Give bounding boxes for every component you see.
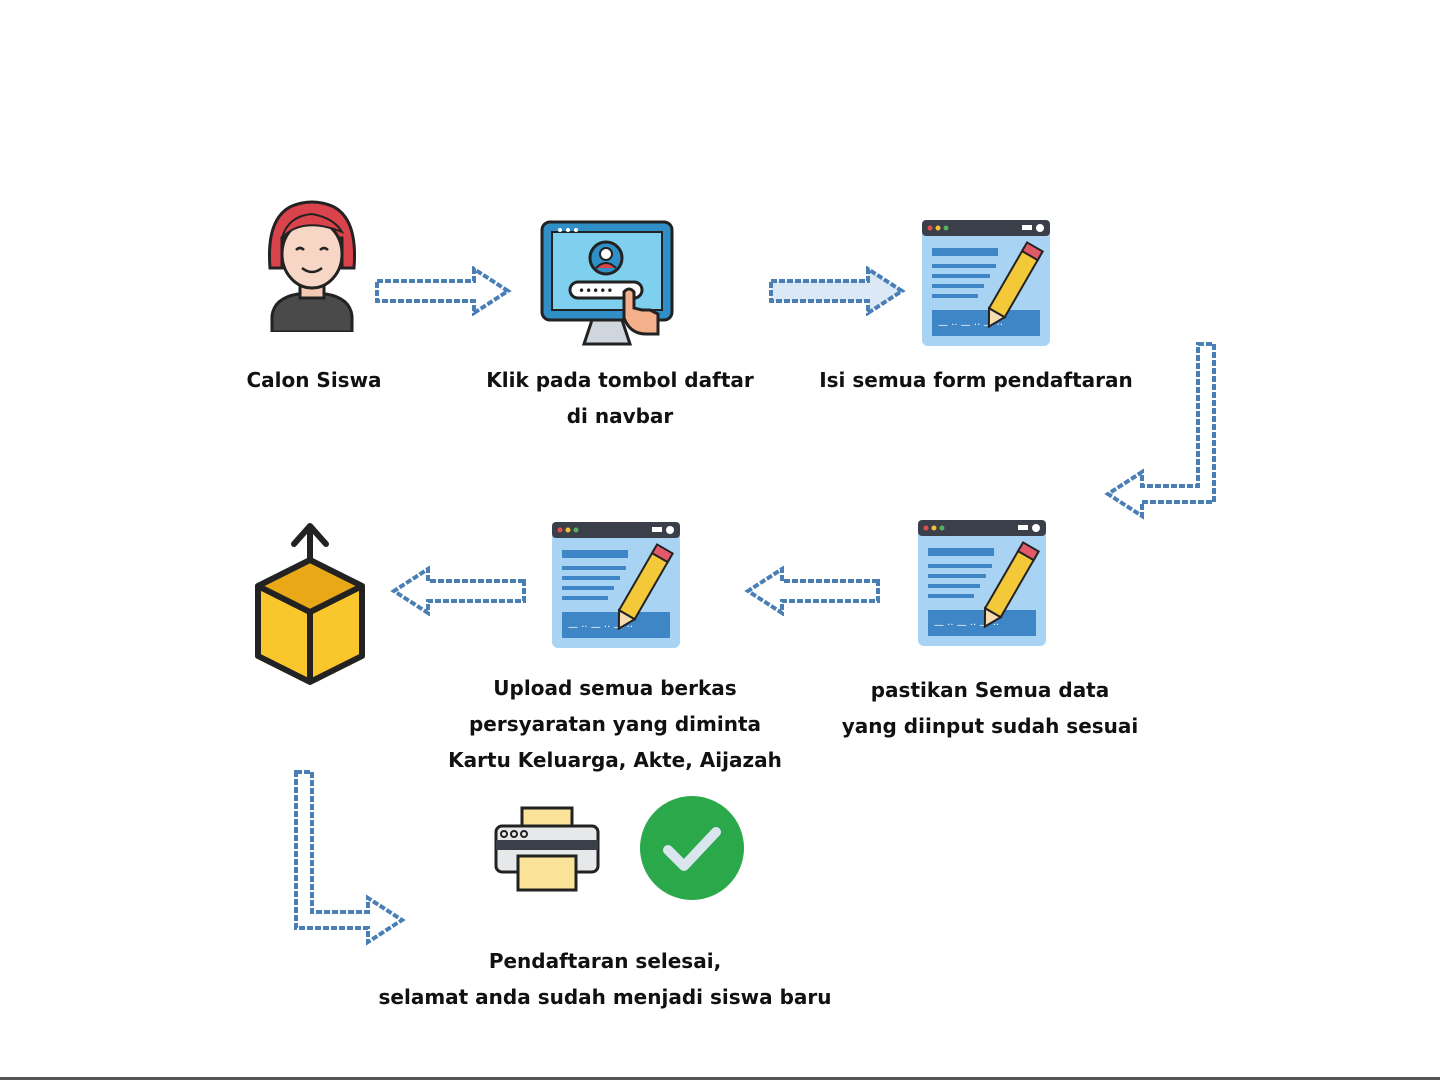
form-edit-icon: — ·· — ·· — ·· (552, 522, 680, 648)
caption-upload: Upload semua berkas persyaratan yang dim… (448, 676, 782, 772)
svg-text:— ·· — ·· — ··: — ·· — ·· — ·· (934, 620, 999, 631)
check-circle-icon (640, 796, 744, 900)
caption-calon-siswa: Calon Siswa (246, 368, 382, 392)
arrow-down-right-icon (294, 770, 406, 946)
arrow-down-left-icon (1104, 342, 1216, 520)
monitor-login-icon: ••••• (540, 220, 674, 346)
form-edit-icon: — ·· — ·· — ·· (922, 220, 1050, 346)
form-edit-icon: — ·· — ·· — ·· (918, 520, 1046, 646)
arrow-left-icon (390, 566, 526, 616)
caption-isi-form: Isi semua form pendaftaran (819, 368, 1133, 392)
svg-text:— ·· — ·· — ··: — ·· — ·· — ·· (938, 320, 1003, 331)
bottom-divider (0, 1077, 1440, 1080)
caption-klik-daftar: Klik pada tombol daftar di navbar (486, 368, 754, 428)
arrow-right-icon (375, 266, 512, 316)
svg-text:•••••: ••••• (578, 284, 613, 298)
caption-pastikan: pastikan Semua data yang diinput sudah s… (841, 678, 1139, 738)
upload-box-icon (255, 523, 365, 685)
student-avatar-icon (267, 200, 357, 332)
caption-selesai: Pendaftaran selesai, selamat anda sudah … (378, 949, 832, 1009)
arrow-left-icon (744, 566, 880, 616)
arrow-right-icon (769, 266, 906, 316)
svg-text:— ·· — ·· — ··: — ·· — ·· — ·· (568, 622, 633, 633)
printer-icon (494, 806, 600, 892)
